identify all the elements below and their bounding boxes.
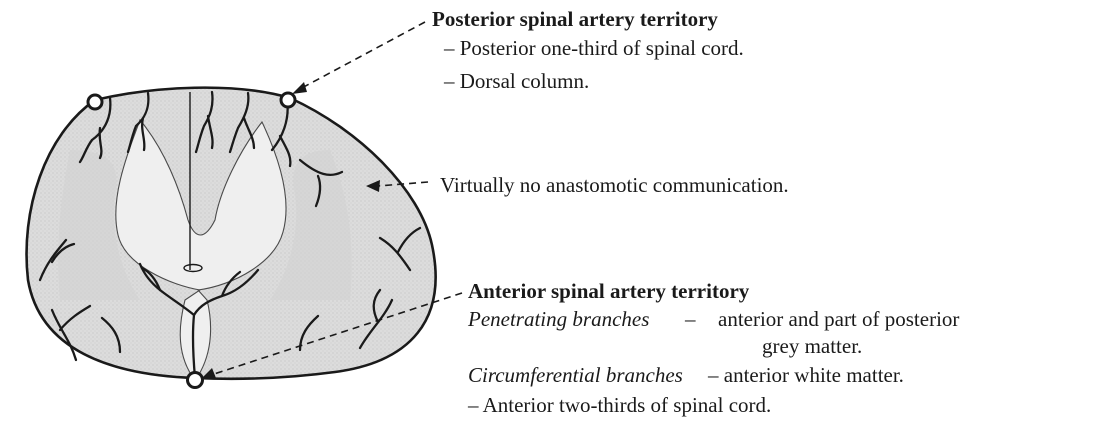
anterior-spinal-artery — [188, 373, 203, 388]
posterior-spinal-artery-right — [281, 93, 295, 107]
anterior-last-line: – Anterior two-thirds of spinal cord. — [468, 392, 771, 419]
posterior-line-2: – Dorsal column. — [444, 68, 589, 95]
posterior-title: Posterior spinal artery territory — [432, 6, 718, 33]
penetrating-label: Penetrating branches — [468, 306, 649, 333]
penetrating-text-2: grey matter. — [762, 333, 862, 360]
penetrating-text: anterior and part of posterior — [718, 306, 959, 333]
penetrating-dash: – — [685, 306, 696, 333]
anterior-title: Anterior spinal artery territory — [468, 278, 749, 305]
anastomosis-note: Virtually no anastomotic communication. — [440, 172, 789, 199]
circumferential-label: Circumferential branches — [468, 362, 683, 389]
posterior-spinal-artery-left — [88, 95, 102, 109]
circumferential-text: – anterior white matter. — [708, 362, 904, 389]
posterior-line-1: – Posterior one-third of spinal cord. — [444, 35, 744, 62]
